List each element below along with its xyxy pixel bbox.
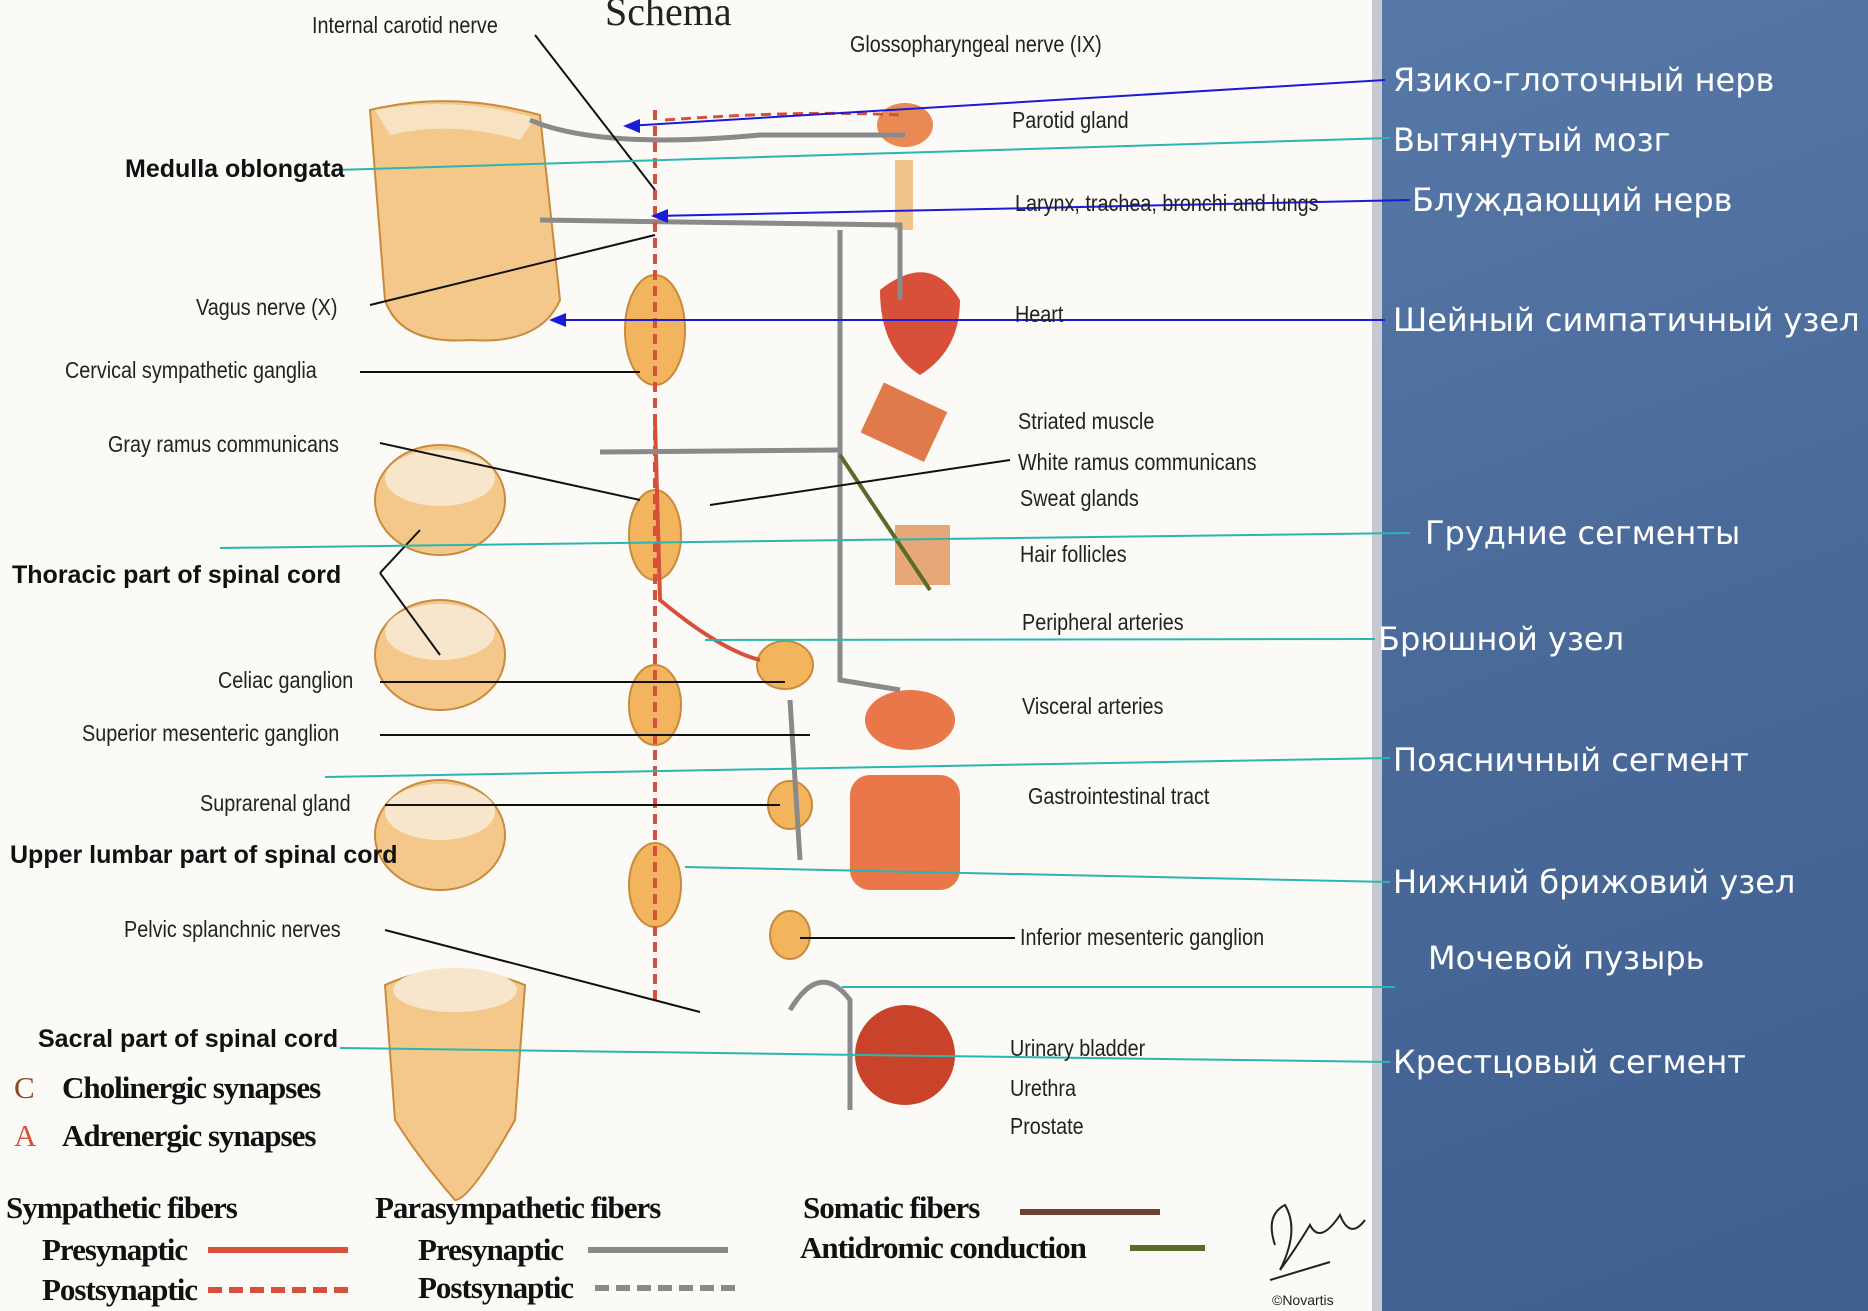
label-hair: Hair follicles: [1020, 543, 1127, 566]
label-striated: Striated muscle: [1018, 410, 1154, 433]
diagram-title: Schema: [605, 0, 732, 35]
ru-label-lumbar: Поясничный сегмент: [1393, 744, 1749, 776]
label-upper-lumbar: Upper lumbar part of spinal cord: [10, 843, 398, 868]
label-gi-tract: Gastrointestinal tract: [1028, 785, 1209, 808]
credit-novartis: ©Novartis: [1272, 1292, 1334, 1308]
label-white-ramus: White ramus communicans: [1018, 451, 1257, 474]
fiber-paths: [530, 110, 930, 1110]
label-bladder: Urinary bladder: [1010, 1037, 1145, 1060]
label-parotid: Parotid gland: [1012, 109, 1129, 132]
ru-label-bladder: Мочевой пузырь: [1428, 942, 1705, 974]
ru-label-glossopharyngeal: Язико-глоточный нерв: [1393, 64, 1774, 96]
label-inferior-mesenteric: Inferior mesenteric ganglion: [1020, 926, 1264, 949]
label-pelvic-splanchnic: Pelvic splanchnic nerves: [124, 918, 341, 941]
sympathetic-chain: [625, 275, 813, 959]
label-sacral: Sacral part of spinal cord: [38, 1027, 338, 1052]
legend-sympathetic: Sympathetic fibers: [6, 1192, 237, 1223]
legend-parasympathetic: Parasympathetic fibers: [375, 1192, 660, 1223]
legend-sym-pre: Presynaptic: [42, 1234, 187, 1265]
ru-label-sacral: Крестцовый сегмент: [1393, 1046, 1746, 1078]
label-peripheral-arteries: Peripheral arteries: [1022, 611, 1184, 634]
legend-para-post: Postsynaptic: [418, 1272, 573, 1303]
legend-sym-post: Postsynaptic: [42, 1274, 197, 1305]
ru-label-vagus: Блуждающий нерв: [1412, 184, 1733, 216]
medulla-oblongata-shape: [370, 101, 560, 340]
legend-antidromic: Antidromic conduction: [800, 1232, 1086, 1263]
lumbar-segment-shape: [375, 780, 505, 890]
label-suprarenal: Suprarenal gland: [200, 792, 351, 815]
label-prostate: Prostate: [1010, 1115, 1084, 1138]
label-gray-ramus: Gray ramus communicans: [108, 433, 339, 456]
legend-c-letter: C: [14, 1072, 34, 1103]
label-medulla: Medulla oblongata: [125, 157, 344, 182]
legend-para-pre: Presynaptic: [418, 1234, 563, 1265]
label-vagus: Vagus nerve (X): [196, 296, 337, 319]
sacral-segment-shape: [385, 968, 525, 1200]
organs: [850, 103, 960, 1105]
ru-label-medulla: Вытянутый мозг: [1393, 124, 1670, 156]
legend-cholinergic: Cholinergic synapses: [62, 1072, 320, 1103]
ru-label-inferior-mesenteric: Нижний брижовий узел: [1393, 866, 1795, 898]
label-larynx: Larynx, trachea, bronchi and lungs: [1015, 192, 1318, 215]
label-superior-mesenteric: Superior mesenteric ganglion: [82, 722, 339, 745]
label-internal-carotid: Internal carotid nerve: [312, 14, 498, 37]
label-cervical-ganglia: Cervical sympathetic ganglia: [65, 359, 317, 382]
legend-a-letter: A: [14, 1120, 35, 1151]
label-heart: Heart: [1015, 303, 1063, 326]
legend-adrenergic: Adrenergic synapses: [62, 1120, 315, 1151]
ru-label-celiac: Брюшной узел: [1378, 623, 1624, 655]
thoracic-segment-shape: [375, 445, 505, 710]
label-sweat: Sweat glands: [1020, 487, 1139, 510]
label-urethra: Urethra: [1010, 1077, 1076, 1100]
label-glossopharyngeal: Glossopharyngeal nerve (IX): [850, 33, 1102, 56]
label-celiac: Celiac ganglion: [218, 669, 353, 692]
ru-label-cervical-ganglion: Шейный симпатичный узел: [1393, 304, 1860, 336]
signature-logo: [1270, 1205, 1365, 1280]
label-visceral-arteries: Visceral arteries: [1022, 695, 1163, 718]
legend-somatic: Somatic fibers: [803, 1192, 979, 1223]
label-thoracic: Thoracic part of spinal cord: [12, 563, 341, 588]
ru-label-thoracic: Грудние сегменты: [1425, 517, 1740, 549]
